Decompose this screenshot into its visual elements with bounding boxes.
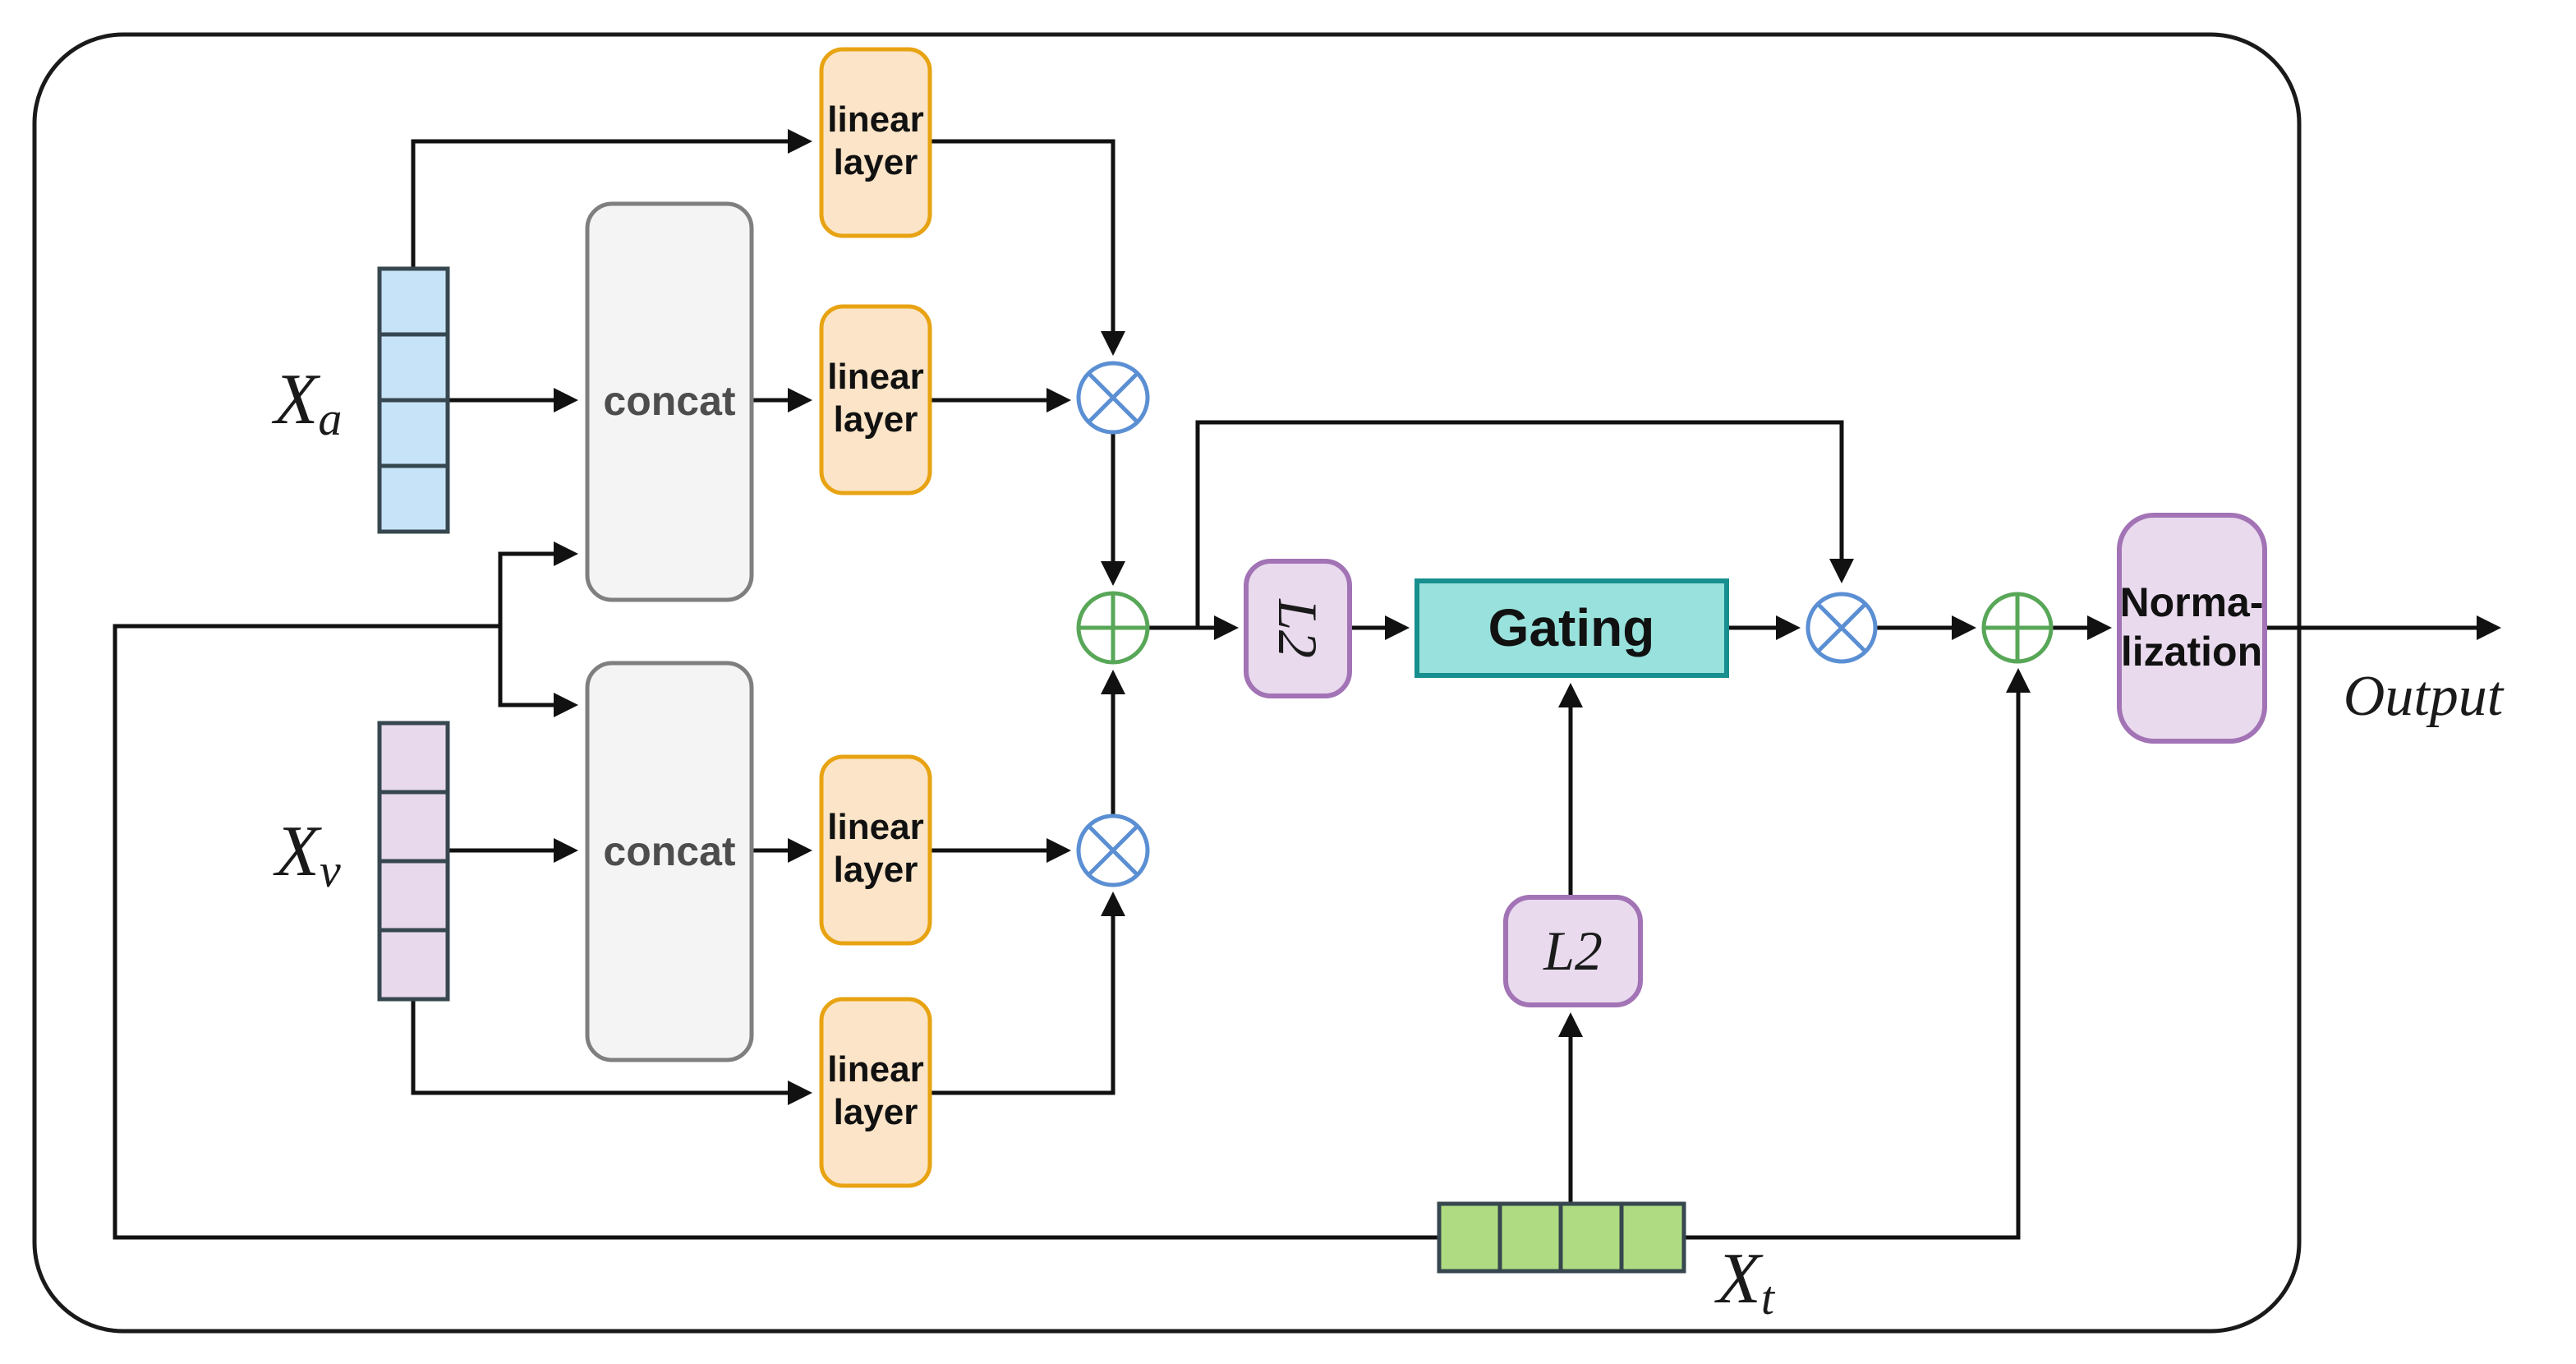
gating-label: Gating bbox=[1488, 598, 1655, 657]
normalization-label: Norma-lization bbox=[2119, 579, 2263, 675]
visual-input-label: Xv bbox=[273, 812, 341, 897]
gating-block: Gating bbox=[1414, 578, 1729, 678]
add-operator-icon-1 bbox=[1076, 591, 1150, 665]
l2-norm-label: L2 bbox=[1267, 598, 1329, 658]
wire-xv-to-linear4 bbox=[411, 999, 812, 1105]
text-input-vector bbox=[1437, 1201, 1686, 1274]
multiply-operator-icon-2 bbox=[1076, 813, 1150, 887]
wire-xa-to-linear1 bbox=[411, 129, 812, 269]
outer-border bbox=[32, 32, 2302, 1334]
text-input-label: Xt bbox=[1714, 1239, 1776, 1325]
wires bbox=[113, 129, 2501, 1240]
concat-label: concat bbox=[603, 378, 736, 424]
wire-xt-to-concat1 bbox=[498, 541, 578, 626]
multiply-operator-icon-3 bbox=[1806, 592, 1878, 664]
audio-input-vector bbox=[377, 266, 450, 534]
wire-xt-left-trunk bbox=[113, 624, 1439, 1240]
concat-block-2: concat bbox=[585, 661, 754, 1062]
wire-skip-to-mul3 bbox=[1195, 420, 1854, 628]
concat-label: concat bbox=[603, 828, 736, 874]
l2-norm-label: L2 bbox=[1543, 919, 1603, 982]
wire-linear1-to-mul1 bbox=[930, 139, 1125, 356]
audio-input-label: Xa bbox=[272, 360, 343, 445]
wire-linear4-to-mul2 bbox=[930, 892, 1125, 1095]
l2-norm-block-1: L2 bbox=[1244, 559, 1352, 698]
multiply-operator-icon-1 bbox=[1076, 361, 1150, 435]
output-label: Output bbox=[2344, 665, 2505, 728]
normalization-block: Norma-lization bbox=[2117, 513, 2267, 744]
visual-input-vector bbox=[377, 721, 450, 1002]
concat-block-1: concat bbox=[585, 201, 754, 602]
add-operator-icon-2 bbox=[1981, 592, 2054, 664]
wire-xt-to-add2 bbox=[1684, 668, 2031, 1240]
l2-norm-block-2: L2 bbox=[1503, 895, 1643, 1007]
wire-xt-to-concat2 bbox=[498, 626, 578, 717]
